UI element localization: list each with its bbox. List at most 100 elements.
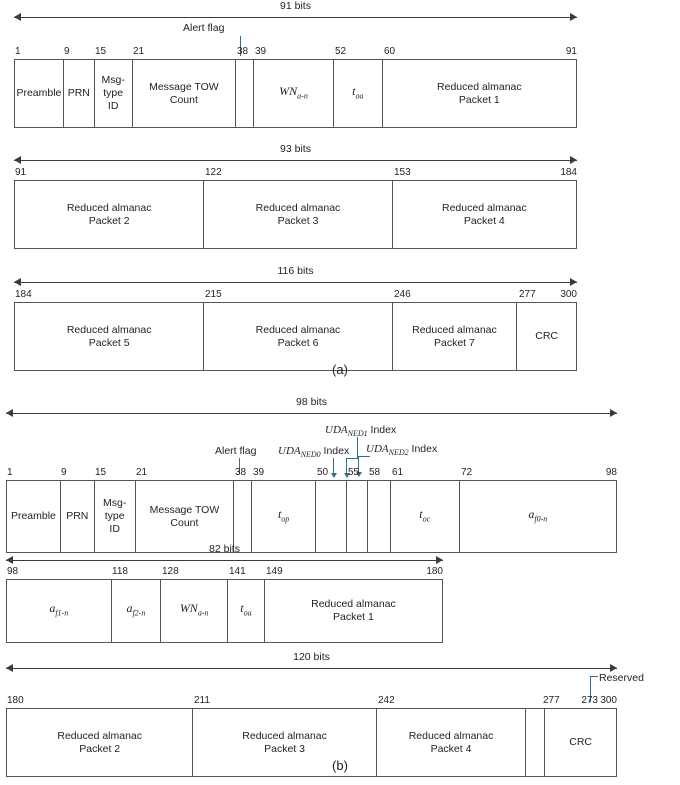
tick-row: 98 118 128 141 149 180	[6, 565, 443, 579]
field-cell: toc	[391, 481, 460, 552]
callout-leader-line	[357, 437, 358, 458]
field-cell-crc: CRC	[517, 303, 576, 370]
tick: 38	[237, 46, 249, 57]
field-cell-alert-flag	[236, 60, 255, 127]
span-line	[14, 17, 577, 18]
callout-label: Alert flag	[183, 22, 225, 34]
field-label: CRC	[569, 736, 592, 748]
arrow-right-icon	[570, 156, 577, 164]
span-line	[6, 560, 443, 561]
arrow-left-icon	[14, 13, 21, 21]
field-label: toa	[352, 83, 364, 101]
callout-label: UDANED2 Index	[366, 443, 438, 458]
tick: 300	[560, 289, 577, 300]
callout-arrow-icon	[355, 472, 362, 477]
field-cell: PRN	[64, 60, 95, 127]
tick-row: 91 122 153 184	[14, 166, 577, 180]
tick: 61	[392, 467, 404, 478]
field-label: af0-n	[528, 506, 548, 524]
tick: 180	[7, 695, 24, 706]
field-label: Preamble	[10, 510, 56, 522]
span-label: 93 bits	[280, 143, 311, 155]
field-cell: PRN	[61, 481, 95, 552]
span-line	[6, 668, 617, 669]
arrow-left-icon	[6, 664, 13, 672]
callout-leader-line	[239, 458, 240, 473]
arrow-left-icon	[6, 556, 13, 564]
field-label: toa	[240, 601, 252, 618]
span-line	[14, 282, 577, 283]
callout-leader-line	[240, 36, 241, 56]
tick: 141	[229, 566, 246, 577]
tick: 21	[136, 467, 148, 478]
tick: 9	[64, 46, 70, 57]
tick: 72	[461, 467, 473, 478]
span-measure-a1: 91 bits	[14, 0, 577, 24]
field-cell: WNa-n	[161, 580, 228, 642]
field-cell: af1-n	[7, 580, 112, 642]
field-cell-reserved	[526, 709, 546, 776]
callout-leader-line	[346, 458, 358, 459]
tick: 39	[255, 46, 267, 57]
tick: 15	[95, 467, 107, 478]
field-label: af2-n	[126, 601, 146, 618]
arrow-left-icon	[6, 409, 13, 417]
panel-caption-a: (a)	[332, 362, 348, 377]
field-cell-uda-ned0	[316, 481, 347, 552]
field-label: WNa-n	[179, 601, 209, 618]
callout-label: Alert flag	[215, 445, 257, 457]
tick: 55	[348, 467, 360, 478]
callout-uda-ned2-index: UDANED2 Index	[355, 443, 506, 478]
callout-leader-line	[358, 456, 359, 474]
tick: 15	[95, 46, 107, 57]
field-cell-uda-ned2	[368, 481, 391, 552]
tick: 50	[317, 467, 329, 478]
field-cell: toa	[228, 580, 265, 642]
field-label: Preamble	[16, 87, 62, 99]
tick: 180	[426, 566, 443, 577]
span-label: 116 bits	[277, 265, 314, 277]
field-label: toc	[419, 506, 431, 524]
tick: 1	[7, 467, 13, 478]
tick: 21	[133, 46, 145, 57]
callout-label: Reserved	[599, 672, 644, 684]
span-line	[14, 160, 577, 161]
tick: 215	[205, 289, 222, 300]
field-cell-alert-flag	[234, 481, 253, 552]
tick: 39	[253, 467, 265, 478]
callout-leader-line	[333, 458, 334, 475]
field-cell-uda-ned1	[347, 481, 368, 552]
callout-label: UDANED1 Index	[325, 424, 397, 439]
span-measure-b1: 98 bits	[6, 396, 617, 420]
tick: 184	[15, 289, 32, 300]
tick: 52	[335, 46, 347, 57]
span-label: 120 bits	[293, 651, 330, 663]
span-label: 91 bits	[280, 0, 311, 12]
tick: 246	[394, 289, 411, 300]
panel-caption-b: (b)	[332, 758, 348, 773]
tick: 242	[378, 695, 395, 706]
